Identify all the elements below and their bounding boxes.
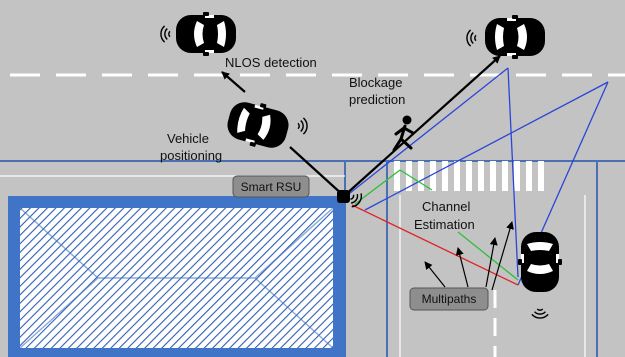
blockage-prediction-label-1: Blockage (349, 75, 402, 90)
vehicle-positioning-label-2: positioning (160, 148, 222, 163)
vehicle-positioning-label-1: Vehicle (167, 131, 209, 146)
channel-estimation-label-2: Estimation (414, 217, 475, 232)
multipaths-label: Multipaths (422, 292, 477, 306)
building-icon (8, 196, 345, 357)
smart-rsu-label: Smart RSU (241, 180, 302, 194)
nlos-detection-label: NLOS detection (225, 55, 317, 70)
pedestrian-icon (392, 115, 415, 152)
rsu-links (221, 55, 501, 197)
channel-estimation-label-1: Channel (422, 199, 471, 214)
blockage-prediction-label-2: prediction (349, 92, 405, 107)
smart-rsu-tag: Smart RSU (232, 175, 310, 198)
multipaths-tag: Multipaths (409, 287, 489, 311)
multipath-pointers (424, 221, 514, 291)
rsu-icon (337, 189, 365, 210)
multipath-rays (344, 67, 609, 286)
